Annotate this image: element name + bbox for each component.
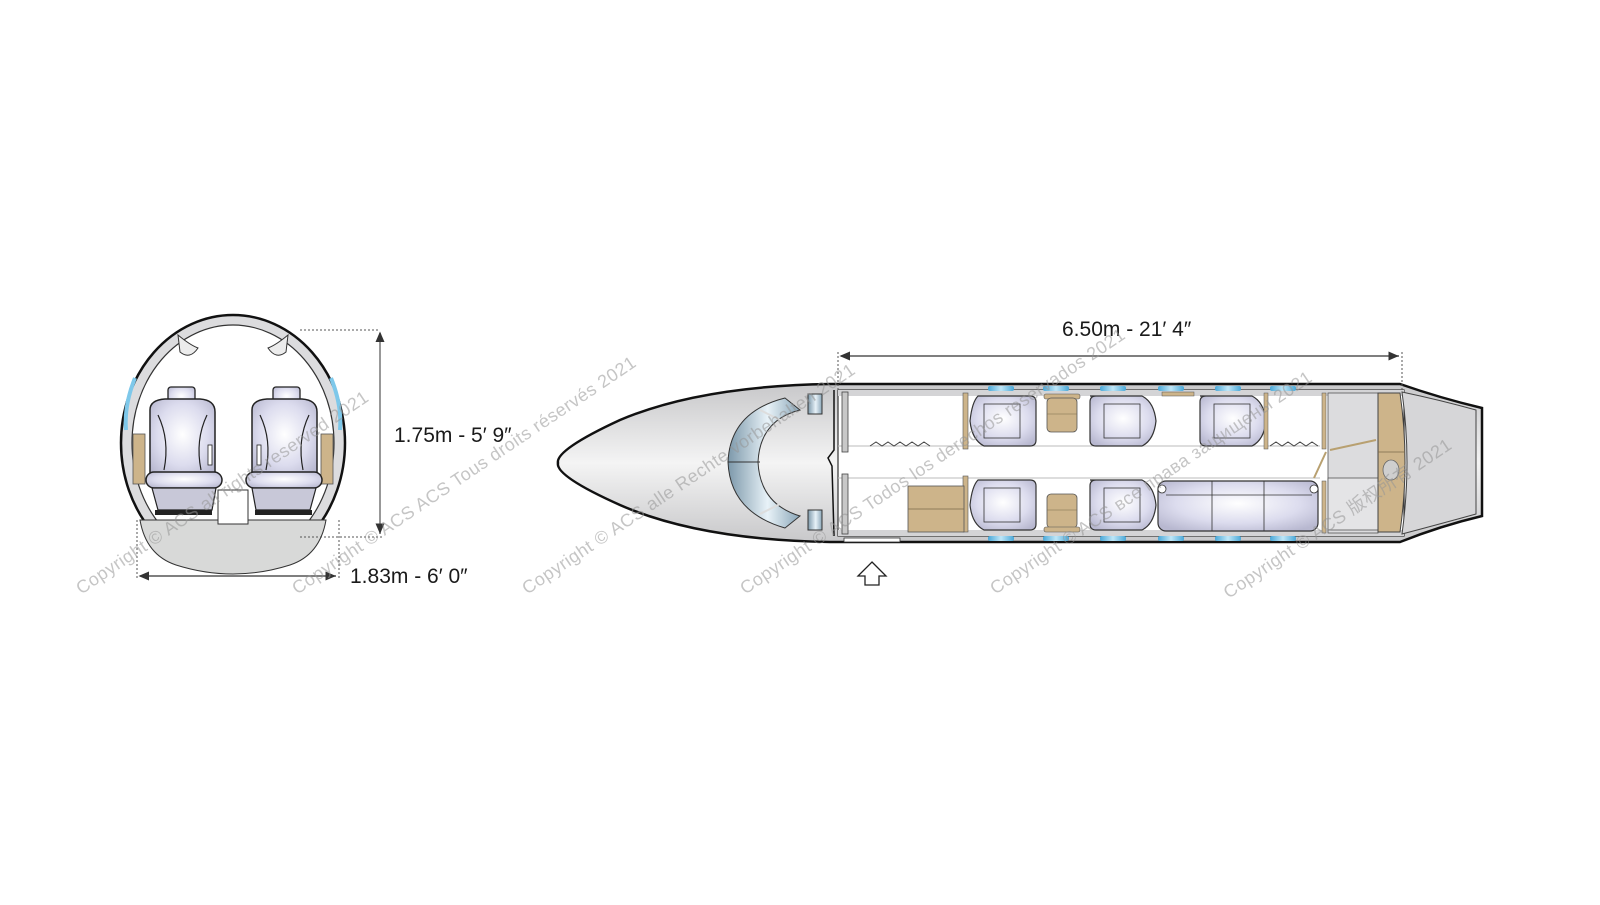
cabin-length-label: 6.50m - 21′ 4″ xyxy=(1062,318,1192,341)
cabin-width-label: 1.83m - 6′ 0″ xyxy=(350,565,468,588)
windows-bottom xyxy=(988,536,1296,541)
cross-section-view xyxy=(119,313,385,581)
floor-plan-view xyxy=(556,351,1484,586)
club-seat xyxy=(969,479,1037,531)
cross-section-seat-right xyxy=(245,386,323,515)
club-seat xyxy=(1089,479,1157,531)
club-seat xyxy=(1089,395,1157,447)
entry-door-arrow xyxy=(856,561,888,586)
club-seat xyxy=(969,395,1037,447)
divan-sofa xyxy=(1157,480,1319,532)
windows-top xyxy=(988,386,1296,391)
cockpit xyxy=(727,390,835,537)
cabin-height-label: 1.75m - 5′ 9″ xyxy=(394,424,512,447)
cross-section-seat-left xyxy=(145,386,223,515)
club-seat xyxy=(1199,395,1267,447)
